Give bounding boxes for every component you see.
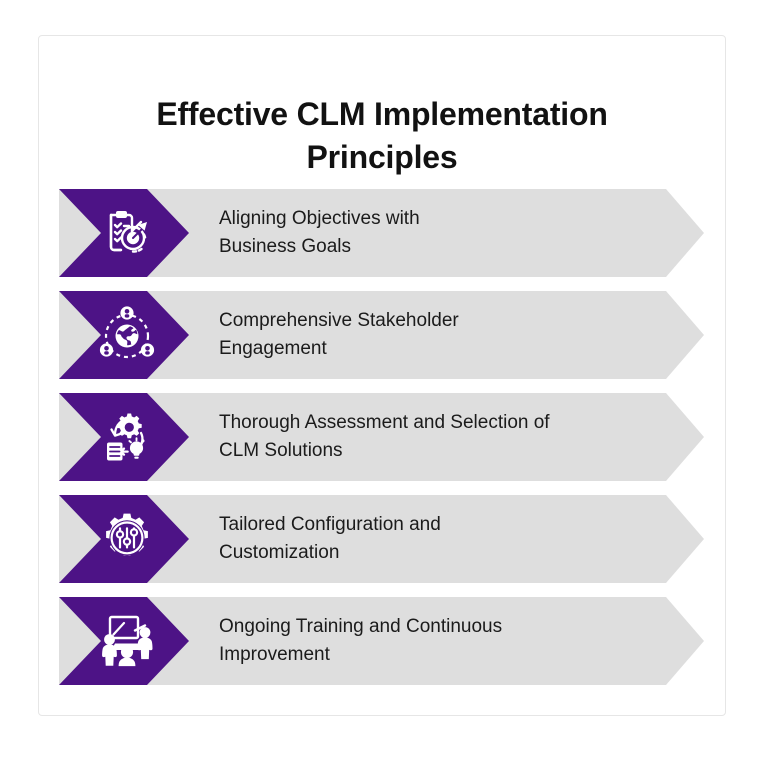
principle-text: Tailored Configuration and Customization bbox=[219, 495, 689, 583]
globe-stakeholders-icon bbox=[99, 306, 155, 359]
principle-text: Comprehensive Stakeholder Engagement bbox=[219, 291, 689, 379]
principle-text-line-2: Customization bbox=[219, 542, 340, 563]
principle-text-line-1: Thorough Assessment and Selection of bbox=[219, 412, 550, 433]
principle-text-line-2: CLM Solutions bbox=[219, 440, 343, 461]
list-item: Comprehensive Stakeholder Engagement bbox=[39, 291, 725, 379]
list-item: Tailored Configuration and Customization bbox=[39, 495, 725, 583]
list-item: Thorough Assessment and Selection of CLM… bbox=[39, 393, 725, 481]
training-presentation-icon bbox=[102, 615, 153, 667]
page-title: Effective CLM Implementation Principles bbox=[39, 93, 725, 179]
principle-text-line-1: Tailored Configuration and bbox=[219, 514, 441, 535]
gear-lightbulb-document-icon bbox=[107, 413, 145, 461]
principle-text-line-1: Ongoing Training and Continuous bbox=[219, 616, 503, 637]
infographic-card: Effective CLM Implementation Principles bbox=[38, 35, 726, 716]
page-title-line-2: Principles bbox=[306, 139, 458, 176]
principle-text: Aligning Objectives with Business Goals bbox=[219, 189, 689, 277]
clipboard-target-icon bbox=[109, 211, 147, 253]
principle-text: Ongoing Training and Continuous Improvem… bbox=[219, 597, 689, 685]
principle-text-line-2: Improvement bbox=[219, 644, 330, 665]
principle-text-line-2: Business Goals bbox=[219, 236, 352, 257]
principle-text-line-2: Engagement bbox=[219, 338, 327, 359]
principle-text-line-1: Comprehensive Stakeholder bbox=[219, 310, 459, 331]
principle-text: Thorough Assessment and Selection of CLM… bbox=[219, 393, 689, 481]
principle-text-line-1: Aligning Objectives with bbox=[219, 208, 420, 229]
list-item: Aligning Objectives with Business Goals bbox=[39, 189, 725, 277]
principles-list: Aligning Objectives with Business Goals bbox=[39, 189, 725, 699]
gear-sliders-icon bbox=[106, 513, 148, 556]
page-title-line-1: Effective CLM Implementation bbox=[156, 96, 608, 133]
list-item: Ongoing Training and Continuous Improvem… bbox=[39, 597, 725, 685]
